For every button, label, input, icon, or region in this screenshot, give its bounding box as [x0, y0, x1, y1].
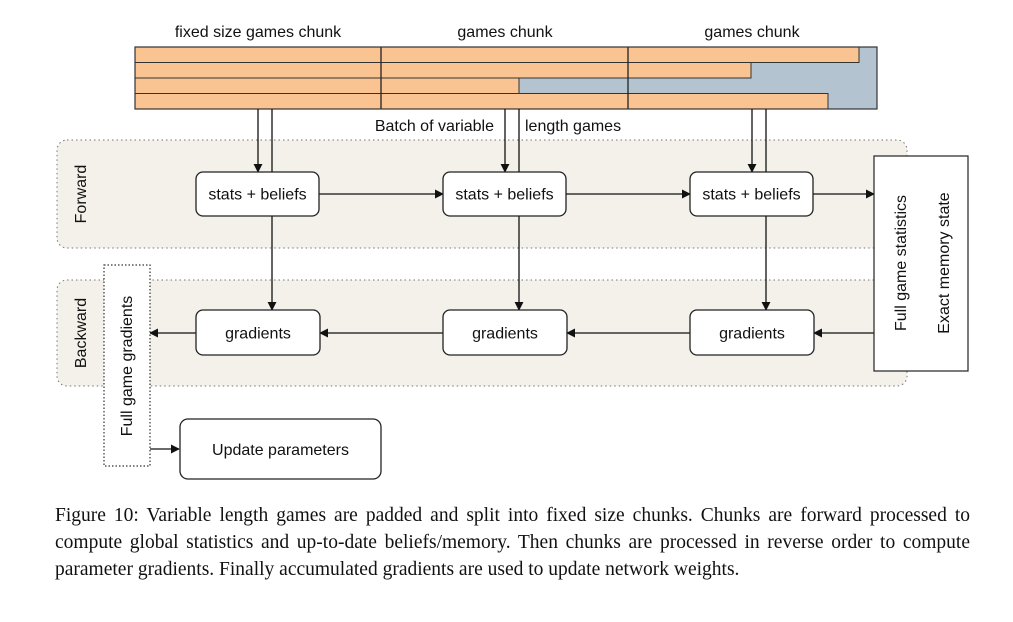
backward-chunk-3: gradients [689, 309, 815, 356]
forward-chunk-2: stats + beliefs [442, 171, 567, 217]
stats-beliefs-label-3: stats + beliefs [702, 187, 800, 204]
stats-beliefs-label-1: stats + beliefs [208, 187, 306, 204]
exact-memory-state-label: Exact memory state [936, 192, 953, 333]
gradients-label-2: gradients [472, 326, 538, 343]
full-game-statistics-label: Full game statistics [893, 195, 910, 331]
backward-label: Backward [73, 298, 90, 368]
batch-label-left: Batch of variable [375, 118, 494, 135]
game-row-3 [134, 77, 520, 94]
update-parameters-label: Update parameters [212, 442, 349, 459]
full-game-state-box: Full game statistics Exact memory state [873, 155, 969, 372]
backward-chunk-2: gradients [442, 309, 568, 356]
games-batch [134, 46, 878, 110]
gradients-label-1: gradients [225, 326, 291, 343]
game-row-2 [134, 62, 752, 79]
game-row-4 [134, 93, 829, 110]
game-row-1 [134, 46, 860, 63]
gradients-label-3: gradients [719, 326, 785, 343]
backward-chunk-1: gradients [195, 309, 321, 356]
full-game-gradients-box: Full game gradients [103, 264, 151, 467]
update-parameters-box: Update parameters [179, 418, 382, 480]
training-pipeline-diagram: Forward Backward fixed size games chunk … [56, 24, 969, 480]
full-game-gradients-label: Full game gradients [119, 296, 136, 437]
figure-caption: Figure 10: Variable length games are pad… [55, 505, 970, 580]
batch-label-right: length games [525, 118, 621, 135]
chunk-label-3: games chunk [704, 24, 800, 41]
stats-beliefs-label-2: stats + beliefs [455, 187, 553, 204]
chunk-label-2: games chunk [457, 24, 553, 41]
chunk-label-1: fixed size games chunk [175, 24, 342, 41]
forward-chunk-3: stats + beliefs [689, 171, 814, 217]
forward-label: Forward [73, 165, 90, 224]
forward-chunk-1: stats + beliefs [195, 171, 320, 217]
